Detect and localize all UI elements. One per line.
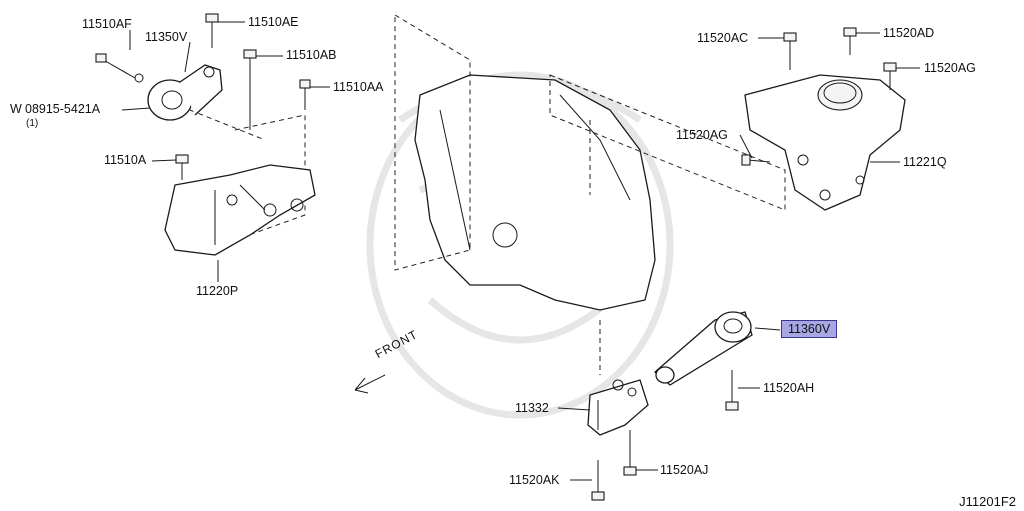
label-11520ah: 11520AH <box>763 381 815 395</box>
label-11520ag-left: 11520AG <box>676 128 728 142</box>
torque-rod-11360v <box>654 311 753 386</box>
label-11220p: 11220P <box>196 284 239 298</box>
label-11520ad: 11520AD <box>883 26 935 40</box>
label-11510ab: 11510AB <box>286 48 337 62</box>
label-11520ag-top: 11520AG <box>924 61 976 75</box>
label-08915-qty: (1) <box>26 118 39 129</box>
label-11221q: 11221Q <box>903 155 947 169</box>
mount-11220p <box>164 164 316 256</box>
bracket-11221q <box>744 74 906 211</box>
label-11360v-highlighted[interactable]: 11360V <box>781 320 838 338</box>
washer-marker: W <box>10 102 22 116</box>
label-11510af: 11510AF <box>82 17 132 31</box>
front-arrow-icon <box>354 374 386 394</box>
label-11520aj: 11520AJ <box>660 463 709 477</box>
diagram-code: J11201F2 <box>959 494 1016 509</box>
label-08915-prefix: W <box>10 102 22 116</box>
bush-11350v <box>147 64 223 121</box>
label-11332: 11332 <box>515 401 549 415</box>
label-08915-5421a: 08915-5421A <box>25 102 101 116</box>
label-11520ac: 11520AC <box>697 31 749 45</box>
label-11510aa: 11510AA <box>333 80 384 94</box>
label-11510a: 11510A <box>104 153 147 167</box>
bracket-11332 <box>587 379 649 436</box>
label-11350v: 11350V <box>145 30 188 44</box>
label-11520ak: 11520AK <box>509 473 560 487</box>
label-11510ae: 11510AE <box>248 15 299 29</box>
